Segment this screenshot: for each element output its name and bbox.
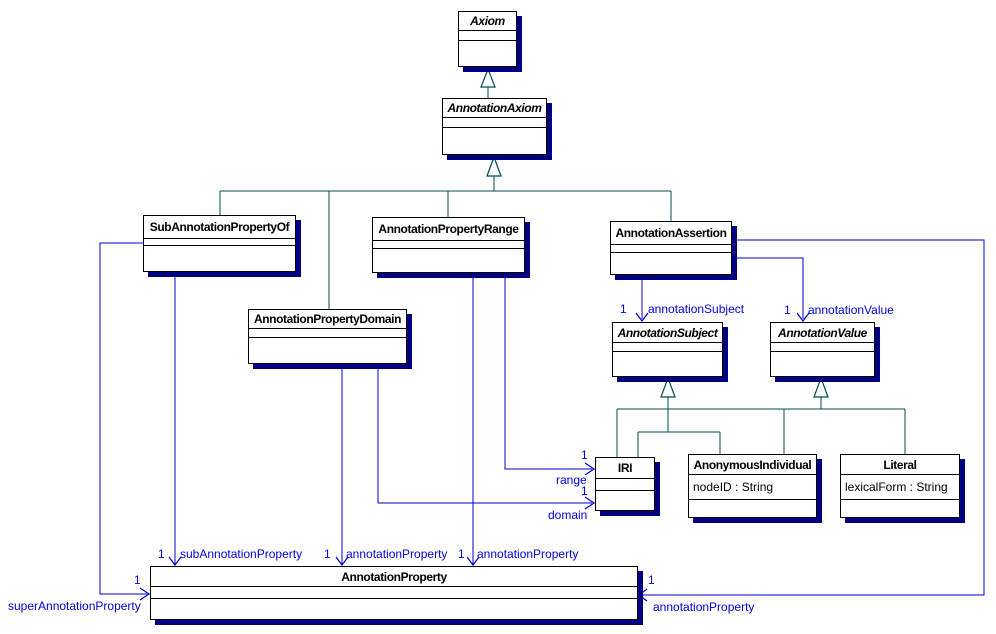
class-annotationpropertyrange: AnnotationPropertyRange [372, 217, 525, 273]
role-label-subannotationproperty: subAnnotationProperty [180, 547, 303, 561]
multiplicity-domain: 1 [581, 484, 588, 498]
class-title: AnnotationValue [771, 323, 874, 343]
operations-compartment [841, 500, 959, 517]
class-title: Literal [841, 455, 959, 475]
class-axiom: Axiom [458, 11, 517, 67]
class-title: AnnotationProperty [151, 567, 637, 587]
arrowhead-superannotationproperty-icon [139, 587, 151, 601]
edge-domain [377, 364, 592, 504]
arrowhead-range-icon [584, 462, 596, 476]
class-iri: IRI [595, 457, 655, 511]
role-label-domain: domain [548, 508, 588, 522]
attribute-nodeid: nodeID : String [689, 475, 816, 500]
arrowhead-subannotationproperty-icon [168, 556, 182, 566]
attributes-compartment [613, 343, 722, 352]
attributes-compartment [151, 587, 637, 599]
class-annotationaxiom: AnnotationAxiom [442, 98, 547, 155]
attributes-compartment [771, 343, 874, 352]
class-title: AnnotationSubject [613, 323, 722, 343]
arrowhead-annotationsubject-icon [635, 312, 649, 322]
operations-compartment [596, 491, 654, 510]
class-title: Axiom [459, 12, 516, 31]
class-subannotationpropertyof: SubAnnotationPropertyOf [143, 215, 296, 272]
edge-assertion-annotationproperty [641, 239, 985, 596]
operations-compartment [249, 338, 406, 363]
role-label-range-annotationproperty: annotationProperty [477, 547, 579, 561]
operations-compartment [443, 128, 546, 154]
class-annotationsubject: AnnotationSubject [612, 322, 723, 377]
class-anonymousindividual: AnonymousIndividual nodeID : String [688, 454, 817, 518]
role-label-annotationsubject: annotationSubject [648, 302, 745, 316]
operations-compartment [151, 599, 637, 619]
attributes-compartment [596, 479, 654, 491]
operations-compartment [459, 41, 516, 66]
role-label-superannotationproperty: superAnnotationProperty [8, 599, 141, 613]
generalization-triangle-annotationaxiom-icon [486, 155, 502, 177]
class-annotationpropertydomain: AnnotationPropertyDomain [248, 309, 407, 364]
multiplicity-annotationsubject: 1 [620, 302, 627, 316]
multiplicity-range: 1 [581, 448, 588, 462]
attributes-compartment [443, 118, 546, 128]
role-label-domain-annotationproperty: annotationProperty [346, 547, 448, 561]
operations-compartment [689, 500, 816, 517]
class-literal: Literal lexicalForm : String [840, 454, 960, 518]
arrowhead-domain-icon [584, 496, 596, 510]
multiplicity-annotationvalue: 1 [784, 303, 791, 317]
arrowhead-assertion-annotationproperty-icon [638, 588, 648, 602]
multiplicity-domain-annotationproperty: 1 [324, 547, 331, 561]
class-title: AnonymousIndividual [689, 455, 816, 475]
attributes-compartment [144, 239, 295, 246]
arrowhead-domain-annotationproperty-icon [335, 556, 349, 566]
attributes-compartment [459, 31, 516, 41]
attributes-compartment [373, 241, 524, 249]
multiplicity-range-annotationproperty: 1 [458, 547, 465, 561]
class-title: AnnotationPropertyRange [373, 218, 524, 241]
attributes-compartment [611, 245, 731, 253]
multiplicity-subannotationproperty: 1 [158, 547, 165, 561]
attributes-compartment [249, 329, 406, 338]
role-label-annotationvalue: annotationValue [808, 303, 894, 317]
class-title: AnnotationAxiom [443, 99, 546, 118]
operations-compartment [771, 352, 874, 376]
class-title: SubAnnotationPropertyOf [144, 216, 295, 239]
multiplicity-superannotationproperty: 1 [134, 573, 141, 587]
generalization-triangle-annotationsubject-icon [660, 376, 676, 398]
attribute-lexicalform: lexicalForm : String [841, 475, 959, 500]
operations-compartment [373, 249, 524, 272]
operations-compartment [613, 352, 722, 376]
edge-annotationvalue [732, 257, 804, 319]
class-title: AnnotationPropertyDomain [249, 310, 406, 329]
class-title: AnnotationAssertion [611, 222, 731, 245]
class-annotationvalue: AnnotationValue [770, 322, 875, 377]
generalization-triangle-axiom-icon [480, 67, 496, 88]
class-title: IRI [596, 458, 654, 479]
class-annotationassertion: AnnotationAssertion [610, 221, 732, 275]
edge-superannotationproperty [99, 242, 147, 595]
arrowhead-annotationvalue-icon [796, 312, 810, 322]
role-label-range: range [556, 473, 587, 487]
operations-compartment [611, 253, 731, 274]
class-annotationproperty: AnnotationProperty [150, 566, 638, 620]
role-label-assertion-annotationproperty: annotationProperty [653, 600, 755, 614]
multiplicity-assertion-annotationproperty: 1 [648, 573, 655, 587]
generalization-triangle-annotationvalue-icon [813, 376, 829, 398]
operations-compartment [144, 246, 295, 271]
arrowhead-range-annotationproperty-icon [466, 556, 480, 566]
edge-range [504, 273, 592, 470]
